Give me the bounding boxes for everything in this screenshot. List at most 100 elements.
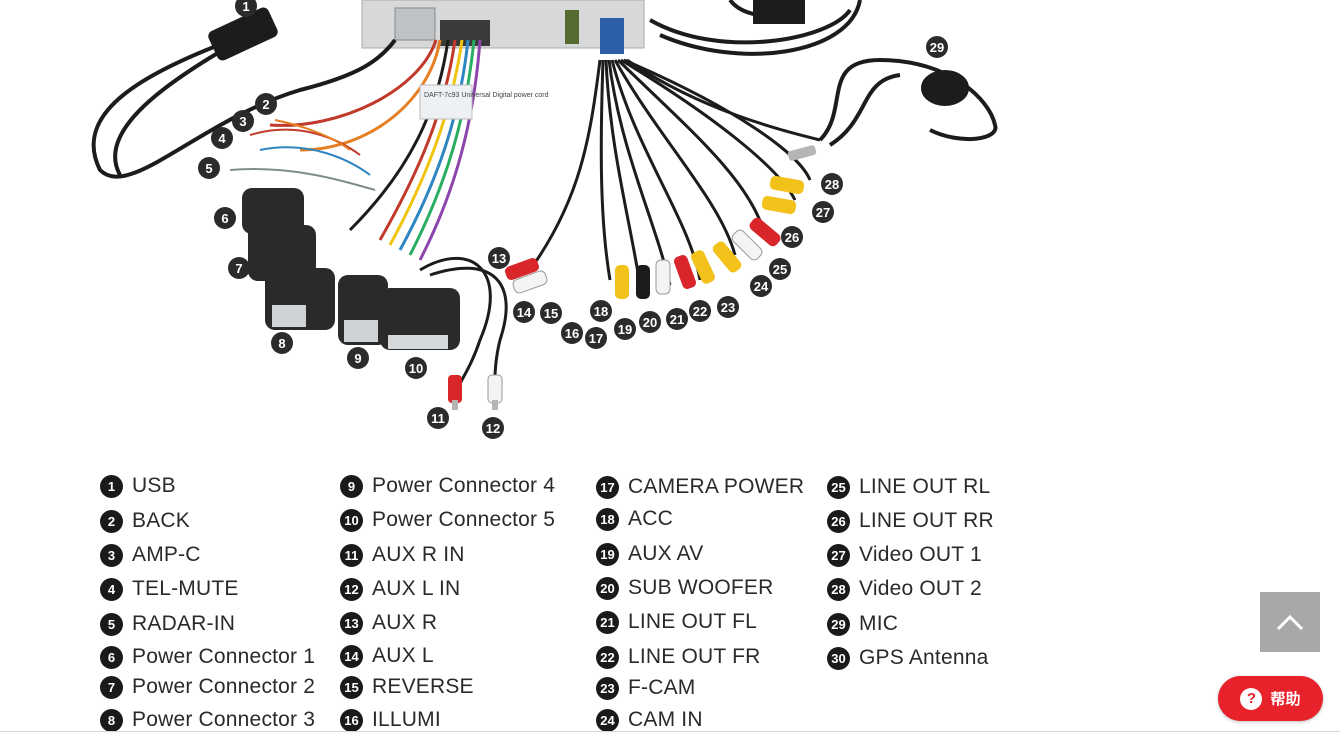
legend-number-badge: 24	[596, 708, 619, 732]
svg-text:25: 25	[773, 262, 787, 277]
svg-text:21: 21	[670, 312, 684, 327]
legend-number-badge: 17	[596, 475, 619, 499]
legend-label: Power Connector 2	[132, 675, 316, 698]
svg-text:10: 10	[409, 361, 423, 376]
svg-text:11: 11	[431, 411, 445, 426]
legend-label: BACK	[132, 509, 190, 532]
legend-number-badge: 14	[340, 644, 363, 668]
legend-label: Power Connector 5	[372, 508, 556, 531]
legend-number-badge: 18	[596, 507, 619, 531]
legend-label: AUX L	[372, 644, 434, 667]
svg-text:1: 1	[242, 0, 249, 14]
svg-text:18: 18	[594, 304, 608, 319]
legend-item: 27 Video OUT 1	[827, 543, 982, 567]
rca-plugs-aux-in	[448, 374, 503, 410]
legend-label: ACC	[628, 507, 673, 530]
legend-label: GPS Antenna	[859, 646, 989, 669]
legend-number-badge: 11	[340, 543, 363, 567]
legend-number-badge: 5	[100, 612, 123, 636]
legend-label: REVERSE	[372, 675, 474, 698]
legend-number-badge: 12	[340, 577, 363, 601]
legend-number-badge: 3	[100, 543, 123, 567]
legend-number-badge: 15	[340, 675, 363, 699]
svg-text:9: 9	[354, 351, 361, 366]
svg-text:12: 12	[486, 421, 500, 436]
legend-item: 24 CAM IN	[596, 708, 703, 732]
svg-text:4: 4	[218, 131, 226, 146]
legend-label: LINE OUT FL	[628, 610, 758, 633]
legend-number-badge: 6	[100, 645, 123, 669]
svg-text:20: 20	[643, 315, 657, 330]
legend-number-badge: 29	[827, 612, 850, 636]
legend-number-badge: 16	[340, 708, 363, 732]
legend-label: TEL-MUTE	[132, 577, 239, 600]
usb-cable	[91, 7, 397, 179]
harness-label-text: DAFT-7c93 Universal Digital power cord	[424, 92, 549, 99]
legend-item: 3 AMP-C	[100, 543, 201, 567]
legend-label: AMP-C	[132, 543, 201, 566]
svg-text:17: 17	[589, 331, 603, 346]
legend-label: CAM IN	[628, 708, 703, 731]
svg-text:7: 7	[235, 261, 242, 276]
rca-fan-cables	[528, 58, 821, 286]
svg-text:3: 3	[239, 114, 246, 129]
chevron-up-icon	[1276, 614, 1304, 631]
legend-item: 16 ILLUMI	[340, 708, 441, 732]
legend-label: ILLUMI	[372, 708, 441, 731]
harness-label-tag	[419, 84, 473, 120]
legend-number-badge: 8	[100, 708, 123, 732]
legend-number-badge: 27	[827, 543, 850, 567]
legend-label: MIC	[859, 612, 899, 635]
legend-number-badge: 19	[596, 542, 619, 566]
legend-label: AUX AV	[628, 542, 704, 565]
svg-text:16: 16	[565, 326, 579, 341]
legend-number-badge: 23	[596, 676, 619, 700]
svg-text:27: 27	[816, 205, 830, 220]
legend-item: 19 AUX AV	[596, 542, 704, 566]
svg-text:26: 26	[785, 230, 799, 245]
legend-item: 30 GPS Antenna	[827, 646, 988, 670]
legend-number-badge: 30	[827, 646, 850, 670]
aux-in-cables	[419, 257, 508, 396]
legend-item: 11 AUX R IN	[340, 543, 465, 567]
scroll-to-top-button[interactable]	[1260, 592, 1320, 652]
legend-label: AUX R IN	[372, 543, 465, 566]
legend-label: LINE OUT RL	[859, 475, 991, 498]
legend-number-badge: 26	[827, 509, 850, 533]
legend-label: LINE OUT RR	[859, 509, 994, 532]
legend-item: 5 RADAR-IN	[100, 612, 235, 636]
legend-item: 6 Power Connector 1	[100, 645, 315, 669]
legend-number-badge: 2	[100, 509, 123, 533]
legend-item: 12 AUX L IN	[340, 577, 460, 601]
rca-plugs-outputs	[505, 145, 817, 299]
help-button[interactable]: ? 帮助	[1218, 676, 1323, 721]
svg-text:5: 5	[205, 161, 212, 176]
legend-label: LINE OUT FR	[628, 645, 761, 668]
legend-label: SUB WOOFER	[628, 576, 774, 599]
svg-text:19: 19	[618, 322, 632, 337]
legend-number-badge: 13	[340, 611, 363, 635]
legend-label: Power Connector 1	[132, 645, 316, 668]
legend-label: Power Connector 4	[372, 474, 556, 497]
legend-item: 29 MIC	[827, 612, 898, 636]
legend-label: AUX L IN	[372, 577, 461, 600]
head-unit-connector-block	[361, 0, 645, 54]
legend-number-badge: 22	[596, 645, 619, 669]
legend-label: RADAR-IN	[132, 612, 236, 635]
legend-label: Video OUT 1	[859, 543, 982, 566]
harness-bundle	[269, 39, 482, 261]
svg-text:14: 14	[517, 305, 532, 320]
svg-text:22: 22	[693, 304, 707, 319]
legend-label: Video OUT 2	[859, 577, 982, 600]
help-label: 帮助	[1270, 690, 1301, 708]
legend-item: 15 REVERSE	[340, 675, 474, 699]
